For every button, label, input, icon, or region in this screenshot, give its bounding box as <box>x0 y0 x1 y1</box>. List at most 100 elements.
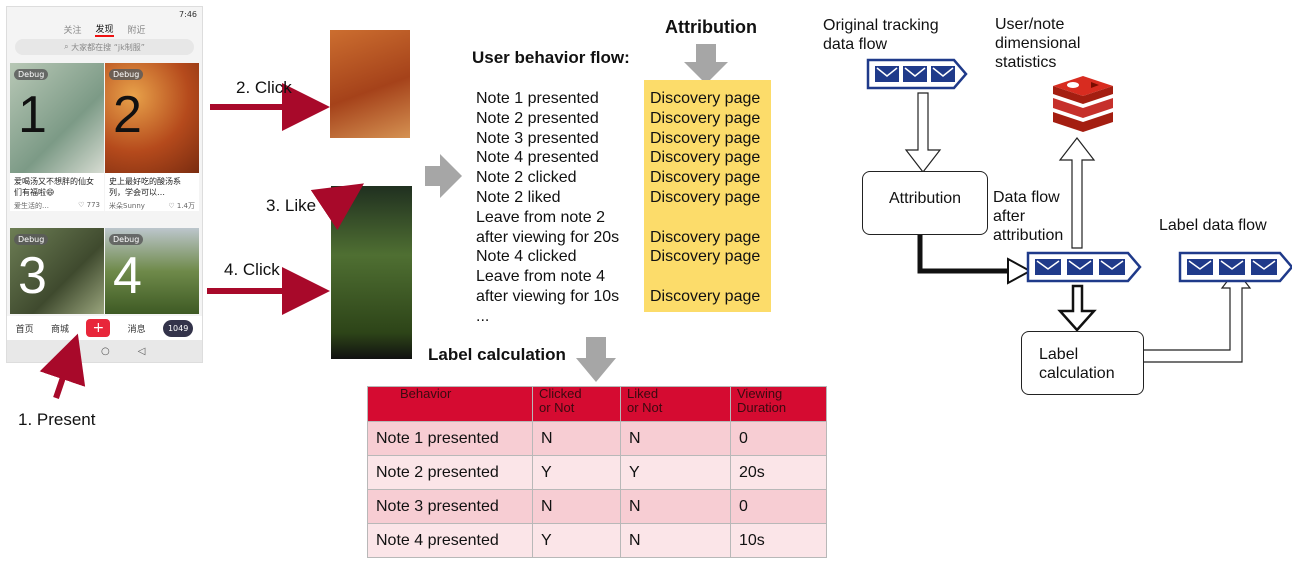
home-circle-icon[interactable]: ○ <box>101 345 110 357</box>
nav-badge[interactable]: 1049 <box>162 319 194 337</box>
table-header-row: Behavior Clicked or Not Liked or Not Vie… <box>367 386 827 422</box>
detail-footer <box>330 138 410 164</box>
attribution-box-label: Attribution <box>889 190 962 207</box>
bottom-nav: 首页 商城 + 消息 1049 <box>7 316 202 340</box>
hollow-arrow-down-1 <box>904 92 942 173</box>
tab-discover[interactable]: 发现 <box>95 22 114 37</box>
table-cell: Y <box>532 523 621 558</box>
hollow-arrow-to-label-flow <box>1142 269 1252 363</box>
detail-header <box>330 18 410 30</box>
page-item: Discovery page <box>650 169 761 187</box>
table-row: Note 1 presented N N 0 <box>367 421 827 456</box>
card-number: 3 <box>18 247 47 305</box>
col-header: Liked or Not <box>620 386 731 422</box>
card-likes: 773 <box>86 201 100 209</box>
card-image: Debug 3 <box>10 228 104 314</box>
nav-messages[interactable]: 消息 <box>127 324 146 335</box>
data-flow-after-label: Data flow after attribution <box>993 189 1064 244</box>
table-cell: Note 1 presented <box>367 421 533 456</box>
attribution-box: Attribution <box>862 171 988 235</box>
debug-badge: Debug <box>109 234 144 245</box>
hollow-arrow-up <box>1058 137 1096 249</box>
label-calc-title: Label calculation <box>428 345 566 364</box>
col-header: Clicked or Not <box>532 386 621 422</box>
event-item: ... <box>476 307 490 325</box>
tab-nearby[interactable]: 附近 <box>127 25 146 36</box>
attribution-title: Attribution <box>665 17 757 37</box>
table-cell: Note 2 presented <box>367 455 533 490</box>
card-meta: 爱生活的…♡ 773 <box>10 201 104 211</box>
heart-icon: ♡ <box>78 201 85 209</box>
phone-screenshot: 7:46 关注 发现 附近 ⌕ 大家都在搜 “jk制服” Debug 1 爱喝汤… <box>6 6 203 363</box>
event-item: after viewing for 20s <box>476 228 620 246</box>
label-data-flow-label: Label data flow <box>1159 217 1267 234</box>
card-image: Debug 2 <box>105 63 199 173</box>
page-spacer <box>650 208 760 228</box>
user-note-stats-label: User/note dimensional statistics <box>995 16 1081 71</box>
attribution-highlight <box>644 80 771 312</box>
feed-card-4[interactable]: Debug 4 <box>105 228 199 314</box>
status-bar: 7:46 <box>7 7 202 21</box>
debug-badge: Debug <box>14 69 49 80</box>
plus-icon[interactable]: + <box>86 319 111 337</box>
queue-icon-label <box>1178 251 1292 283</box>
queue-icon-after-attribution <box>1026 251 1142 283</box>
step-present: 1. Present <box>18 410 96 429</box>
table-row: Note 3 presented N N 0 <box>367 489 827 524</box>
table-cell: 20s <box>730 455 827 490</box>
feed-card-1[interactable]: Debug 1 爱喝汤又不想胖的仙女们有福啦😄 爱生活的…♡ 773 <box>10 63 104 211</box>
page-list: Discovery page Discovery page Discovery … <box>650 89 760 307</box>
table-row: Note 2 presented Y Y 20s <box>367 455 827 490</box>
thick-arrow-to-queue <box>917 234 1010 274</box>
page-item: Discovery page <box>650 149 761 167</box>
search-input[interactable]: ⌕ 大家都在搜 “jk制服” <box>15 39 194 55</box>
event-item: Note 2 clicked <box>476 169 577 187</box>
feed-card-3[interactable]: Debug 3 <box>10 228 104 314</box>
nav-mall[interactable]: 商城 <box>50 324 69 335</box>
event-item: Note 3 presented <box>476 129 599 147</box>
page-spacer <box>650 267 760 287</box>
search-placeholder: 大家都在搜 “jk制服” <box>71 42 145 52</box>
page-item: Discovery page <box>650 90 761 107</box>
heart-icon: ♡ <box>168 202 175 210</box>
recent-triangle-icon[interactable]: ◁ <box>137 345 146 357</box>
table-cell: N <box>620 421 731 456</box>
queue-icon-original <box>866 58 968 90</box>
label-calc-box: Label calculation <box>1021 331 1144 395</box>
page-item: Discovery page <box>650 287 761 305</box>
col-header: Behavior <box>367 386 533 422</box>
table-cell: Note 4 presented <box>367 523 533 558</box>
thick-arrow-down-2 <box>1057 284 1097 332</box>
original-flow-label: Original tracking data flow <box>823 17 939 53</box>
event-item: Note 4 presented <box>476 149 599 167</box>
table-cell: 10s <box>730 523 827 558</box>
feed-card-2[interactable]: Debug 2 史上最好吃的酸汤系列，学会可以… 米朵Sunny♡ 1.4万 <box>105 63 199 211</box>
card-meta: 米朵Sunny♡ 1.4万 <box>105 201 199 211</box>
table-cell: N <box>620 523 731 558</box>
card-number: 1 <box>18 86 47 144</box>
like-arrow <box>310 183 364 230</box>
step-click-1: 2. Click <box>236 78 292 97</box>
page-item: Discovery page <box>650 129 761 147</box>
event-item: Leave from note 2 <box>476 208 605 226</box>
debug-badge: Debug <box>14 234 49 245</box>
table-cell: N <box>532 489 621 524</box>
event-item: Note 4 clicked <box>476 248 577 266</box>
card-caption: 爱喝汤又不想胖的仙女们有福啦😄 <box>14 177 94 197</box>
col-header: Viewing Duration <box>730 386 827 422</box>
page-item: Discovery page <box>650 109 761 127</box>
card-image: Debug 4 <box>105 228 199 314</box>
card-number: 2 <box>113 86 142 144</box>
table-row: Note 4 presented Y N 10s <box>367 523 827 558</box>
gray-arrow-down-attribution <box>684 44 728 84</box>
table-cell: Y <box>620 455 731 490</box>
event-item: Note 2 presented <box>476 109 599 127</box>
nav-home[interactable]: 首页 <box>15 324 34 335</box>
tab-follow[interactable]: 关注 <box>63 25 82 36</box>
redis-icon <box>1053 76 1113 132</box>
page-item: Discovery page <box>650 248 761 266</box>
table-cell: Y <box>532 455 621 490</box>
label-calc-box-label: Label calculation <box>1039 346 1115 382</box>
thick-arrow-head <box>1007 257 1033 285</box>
card-image: Debug 1 <box>10 63 104 173</box>
